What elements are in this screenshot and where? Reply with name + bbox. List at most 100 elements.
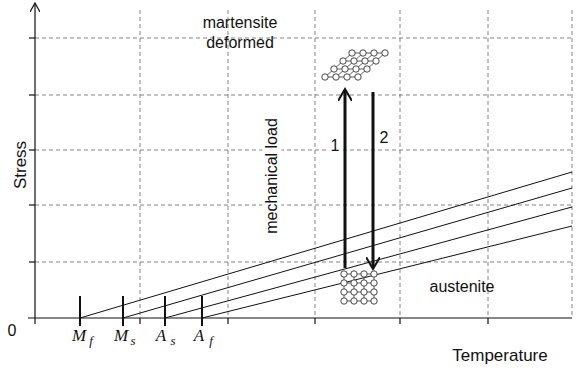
tick xyxy=(29,261,35,262)
lattice-atom xyxy=(353,66,359,72)
lattice-atom xyxy=(351,58,357,64)
lattice-atom xyxy=(351,271,357,277)
transformation-lines xyxy=(80,172,572,318)
lattice-bond xyxy=(325,53,352,77)
lattice-atom xyxy=(351,298,357,304)
lattice-bond xyxy=(364,274,365,301)
tick xyxy=(29,37,35,38)
grid-line xyxy=(35,38,572,39)
tick xyxy=(399,318,400,324)
temperature-symbol: A xyxy=(194,326,204,346)
lattice-atom xyxy=(322,74,328,80)
axes xyxy=(28,4,572,324)
temperature-marks xyxy=(80,296,202,326)
af-mark xyxy=(201,296,203,326)
lattice-bond xyxy=(334,69,367,70)
mf-mark xyxy=(79,296,81,326)
grid xyxy=(35,10,572,318)
lattice-icons xyxy=(322,50,388,304)
lattice-atom xyxy=(362,58,368,64)
region-label: martensite deformed xyxy=(185,13,295,53)
arrow-label: mechanical load xyxy=(262,116,281,236)
axis-label: Stress xyxy=(11,141,31,189)
as-mark xyxy=(164,296,166,326)
lattice-atom xyxy=(373,58,379,64)
tick xyxy=(29,149,35,150)
lattice-bond xyxy=(347,53,374,77)
lattice-bond xyxy=(354,274,355,301)
tick xyxy=(29,204,35,205)
lattice-atom xyxy=(360,50,366,56)
lattice-atom xyxy=(351,289,357,295)
temperature-symbol: A xyxy=(156,326,166,346)
lattice-atom xyxy=(371,298,377,304)
tick xyxy=(29,94,35,95)
mf-line xyxy=(80,172,572,318)
grid-line xyxy=(35,205,572,206)
unloading-arrow xyxy=(372,92,375,268)
lattice-atom xyxy=(351,280,357,286)
lattice-atom xyxy=(344,74,350,80)
temperature-subscript: s xyxy=(170,333,175,349)
tick xyxy=(487,318,488,324)
tick xyxy=(314,318,315,324)
temperature-symbol: M xyxy=(72,326,86,346)
lattice-bond xyxy=(325,77,358,78)
load-arrows xyxy=(345,90,373,268)
lattice-atom xyxy=(382,50,388,56)
as-line xyxy=(165,207,572,318)
lattice-atom xyxy=(340,58,346,64)
ms-line xyxy=(123,188,572,318)
lattice-bond xyxy=(374,274,375,301)
tick xyxy=(139,318,140,324)
loading-arrow xyxy=(344,90,347,268)
lattice-atom xyxy=(371,50,377,56)
lattice-atom xyxy=(341,271,347,277)
lattice-atom xyxy=(341,280,347,286)
grid-line xyxy=(35,95,572,96)
lattice-bond xyxy=(336,53,363,77)
grid-line xyxy=(140,10,141,318)
lattice-atom xyxy=(371,280,377,286)
lattice-atom xyxy=(342,66,348,72)
temperature-symbol: M xyxy=(114,326,128,346)
callout-number: 1 xyxy=(329,136,342,155)
martensite-lattice xyxy=(322,50,388,80)
lattice-bond xyxy=(344,283,374,284)
lattice-atom xyxy=(333,74,339,80)
af-line xyxy=(202,226,572,318)
lattice-atom xyxy=(364,66,370,72)
grid-line xyxy=(35,150,572,151)
lattice-atom xyxy=(341,298,347,304)
grid-line xyxy=(35,262,572,263)
lattice-atom xyxy=(361,289,367,295)
lattice-bond xyxy=(343,61,376,62)
axis-label: Temperature xyxy=(452,346,547,366)
lattice-bond xyxy=(344,301,374,302)
lattice-atom xyxy=(371,271,377,277)
x-axis xyxy=(28,317,572,318)
y-axis xyxy=(34,4,35,324)
lattice-bond xyxy=(344,274,345,301)
tick xyxy=(227,318,228,324)
lattice-atom xyxy=(355,74,361,80)
lattice-atom xyxy=(361,298,367,304)
temperature-subscript: s xyxy=(130,333,135,349)
grid-line xyxy=(315,10,316,318)
lattice-bond xyxy=(358,53,385,77)
lattice-atom xyxy=(341,289,347,295)
lattice-bond xyxy=(352,53,385,54)
grid-line xyxy=(488,10,489,318)
lattice-atom xyxy=(331,66,337,72)
lattice-atom xyxy=(361,280,367,286)
region-label: austenite xyxy=(430,277,495,296)
ms-mark xyxy=(122,296,124,326)
lattice-atom xyxy=(349,50,355,56)
grid-line xyxy=(400,10,401,318)
grid-line xyxy=(572,10,573,318)
lattice-bond xyxy=(344,292,374,293)
lattice-atom xyxy=(371,289,377,295)
temperature-subscript: f xyxy=(209,333,213,349)
callout-number: 2 xyxy=(378,128,391,147)
